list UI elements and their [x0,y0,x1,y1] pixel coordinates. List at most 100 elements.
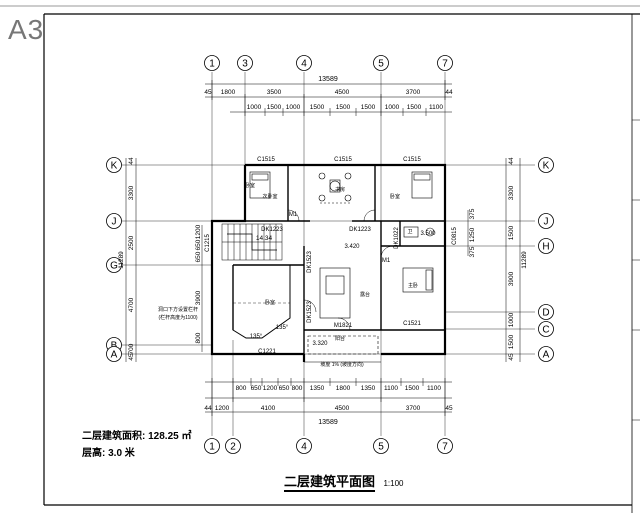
room-122: 卫 [407,229,412,235]
axis-label-27: B [111,341,118,352]
axis-label-29: A [111,350,118,361]
axis-label-35: H [542,242,549,253]
room-123: 主卧 [408,282,418,289]
dim-95: 11289 [521,251,528,269]
axis-label-31: K [543,161,550,172]
door-label-107: DK1223 [349,227,371,233]
dim-57: 1100 [429,104,443,111]
dim-69: 44 [204,405,212,412]
dim-73: 3700 [406,405,421,412]
axis-bubble-28 [106,346,122,362]
axis-label-11: 1 [209,442,215,453]
axis-bubble-4 [296,55,312,71]
axis-bubble-34 [538,238,554,254]
room-124: 阳台 [335,335,345,342]
dim-78: 2500 [128,235,135,250]
dim-53: 1500 [336,104,351,111]
window-label-105: C1521 [403,321,421,327]
axis-label-1: 1 [209,59,215,70]
axis-label-5: 4 [301,59,307,70]
dim-lines-sides [125,158,521,362]
dim-48: 44 [445,89,453,96]
dim-80: 700 [128,343,135,354]
axis-label-9: 7 [442,59,448,70]
title-scale: 1:100 [383,479,404,488]
dim-49: 1000 [247,104,262,111]
note-130: 135° [250,334,263,340]
door-label-109: M1 [289,212,298,218]
window-label-101: C1515 [403,157,421,163]
dim-58: 800 [236,385,247,392]
dim-76: 44 [128,157,135,165]
window-label-104: C1221 [258,349,276,355]
door-label-112: DK1523 [307,250,313,272]
dim-96: 375 [469,208,476,219]
axis-label-41: A [543,350,550,361]
axis-label-15: 4 [301,442,307,453]
axis-bubble-30 [538,157,554,173]
dim-75: 13589 [318,419,338,426]
axis-bubble-38 [538,321,554,337]
axis-bubble-10 [204,438,220,454]
axis-label-25: G [110,261,118,272]
dim-87: 800 [195,332,202,343]
room-121: 卧室 [245,182,255,189]
axis-bubble-8 [437,55,453,71]
axis-bubble-18 [437,438,453,454]
axis-label-3: 3 [242,59,248,70]
door-label-108: DK1022 [394,226,400,248]
dim-72: 4500 [335,405,350,412]
dim-79: 4700 [128,297,135,312]
dim-63: 1350 [310,385,325,392]
door-label-113: DK1523 [307,300,313,322]
dim-85: 650 [195,251,202,262]
dim-86: 3900 [195,290,202,305]
dim-59: 650 [251,385,262,392]
door-label-111: M1821 [334,323,353,329]
dim-62: 800 [292,385,303,392]
note-128: (栏杆高度为1100) [158,314,197,321]
dim-64: 1800 [336,385,351,392]
dim-97: 1250 [469,227,476,242]
dim-68: 1100 [427,385,441,392]
dim-66: 1100 [384,385,398,392]
door-label-106: DK1223 [261,227,283,233]
axis-label-17: 5 [378,442,384,453]
room-119: 书房 [335,186,345,193]
dim-93: 1500 [508,334,515,349]
axis-label-37: D [542,308,549,319]
dim-56: 1500 [407,104,422,111]
dim-46: 4500 [335,89,350,96]
dim-43: 45 [204,89,212,96]
dim-lines-bottom [205,378,452,416]
dim-81: 45 [128,353,135,361]
dim-74: 45 [445,405,453,412]
dim-67: 1500 [405,385,420,392]
door-label-110: M1 [382,258,391,264]
dim-70: 1200 [215,405,230,412]
elevation-116: 3.320 [312,341,328,347]
axis-label-19: 7 [442,442,448,453]
floor-area-text: 二层建筑面积: 128.25 ㎡ [82,431,192,442]
axis-bubble-32 [538,213,554,229]
axis-label-13: 2 [230,442,236,453]
axis-label-23: J [112,217,117,228]
void-opening [232,265,291,339]
exterior-walls [210,163,447,362]
dim-51: 1000 [286,104,301,111]
dim-47: 3700 [406,89,421,96]
floor-height-text: 层高: 3.0 米 [82,448,135,459]
dim-45: 3500 [267,89,282,96]
dim-52: 1500 [310,104,325,111]
dim-60: 1200 [263,385,278,392]
axis-bubble-36 [538,304,554,320]
dim-92: 1000 [508,312,515,327]
dim-90: 1500 [508,225,515,240]
dim-89: 3300 [508,185,515,200]
sheet-label: A3 [8,14,45,45]
balcony [304,335,381,363]
axis-bubble-12 [225,438,241,454]
dim-91: 3900 [508,271,515,286]
axis-label-33: J [544,217,549,228]
dim-77: 3300 [128,185,135,200]
